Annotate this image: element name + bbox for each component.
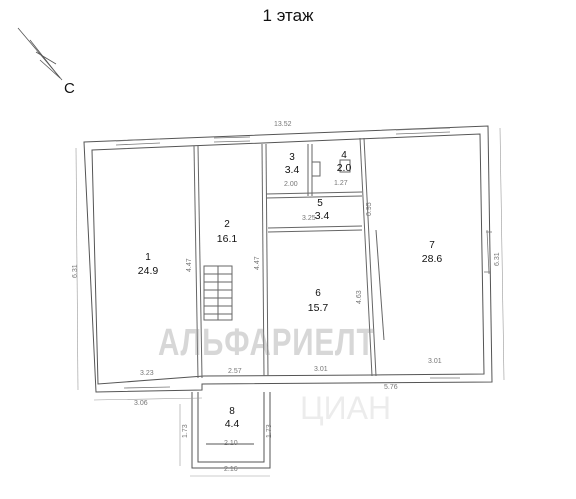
room-2-number: 2: [224, 219, 230, 230]
dim-room7-side: 6.31: [494, 252, 501, 266]
floor-title: 1 этаж: [262, 6, 314, 25]
room-4-area: 2.0: [336, 162, 352, 174]
room-1-area: 24.9: [137, 265, 159, 277]
room-8-area: 4.4: [224, 418, 240, 430]
dim-porch-right: 1.73: [266, 424, 273, 438]
room-4-number: 4: [341, 150, 347, 161]
dim-left-height: 6.31: [72, 264, 79, 278]
dim-porch-left: 1.73: [182, 424, 189, 438]
north-arrow-icon: [17, 27, 63, 81]
room-7-number: 7: [429, 240, 435, 251]
dim-bottom-room7: 3.01: [428, 358, 442, 365]
windows: [115, 127, 492, 389]
dim-bottom-left: 3.23: [140, 370, 154, 377]
dim-bottom-mid: 2.57: [228, 368, 242, 375]
dim-bottom-outer-right: 5.76: [384, 384, 398, 391]
room-5-area: 3.4: [314, 210, 330, 222]
room-3-area: 3.4: [284, 164, 300, 176]
dim-room3-width: 2.00: [284, 181, 298, 188]
room-6-area: 15.7: [307, 302, 329, 314]
dim-room5-width: 3.25: [302, 215, 316, 222]
room-5-number: 5: [317, 198, 323, 209]
dim-porch-inner: 2.10: [224, 440, 238, 447]
room-6-number: 6: [315, 288, 321, 299]
dim-room5-side: 0.95: [366, 202, 373, 216]
dim-room2-inner: 4.47: [254, 256, 261, 270]
interior-walls: [193, 137, 385, 379]
room-7-area: 28.6: [421, 253, 443, 265]
brand-watermark: АЛЬФАРИЕЛТ: [158, 322, 376, 364]
dim-porch-outer: 2.16: [224, 466, 238, 473]
dimension-lines: [75, 127, 505, 477]
room-8-number: 8: [229, 406, 235, 417]
room-2-area: 16.1: [216, 233, 238, 245]
dim-top-overall: 13.52: [274, 121, 292, 128]
room-3-number: 3: [289, 152, 295, 163]
dim-bottom-room6: 3.01: [314, 366, 328, 373]
dim-room4-width: 1.27: [334, 180, 348, 187]
room-1-number: 1: [145, 252, 151, 263]
dim-room6-side: 4.63: [356, 290, 363, 304]
north-label: С: [64, 80, 75, 97]
dim-room2-side: 4.47: [186, 258, 193, 272]
dim-bottom-left-outer: 3.06: [134, 400, 148, 407]
site-watermark: ЦИАН: [300, 390, 392, 426]
porch-walls: [191, 392, 271, 469]
